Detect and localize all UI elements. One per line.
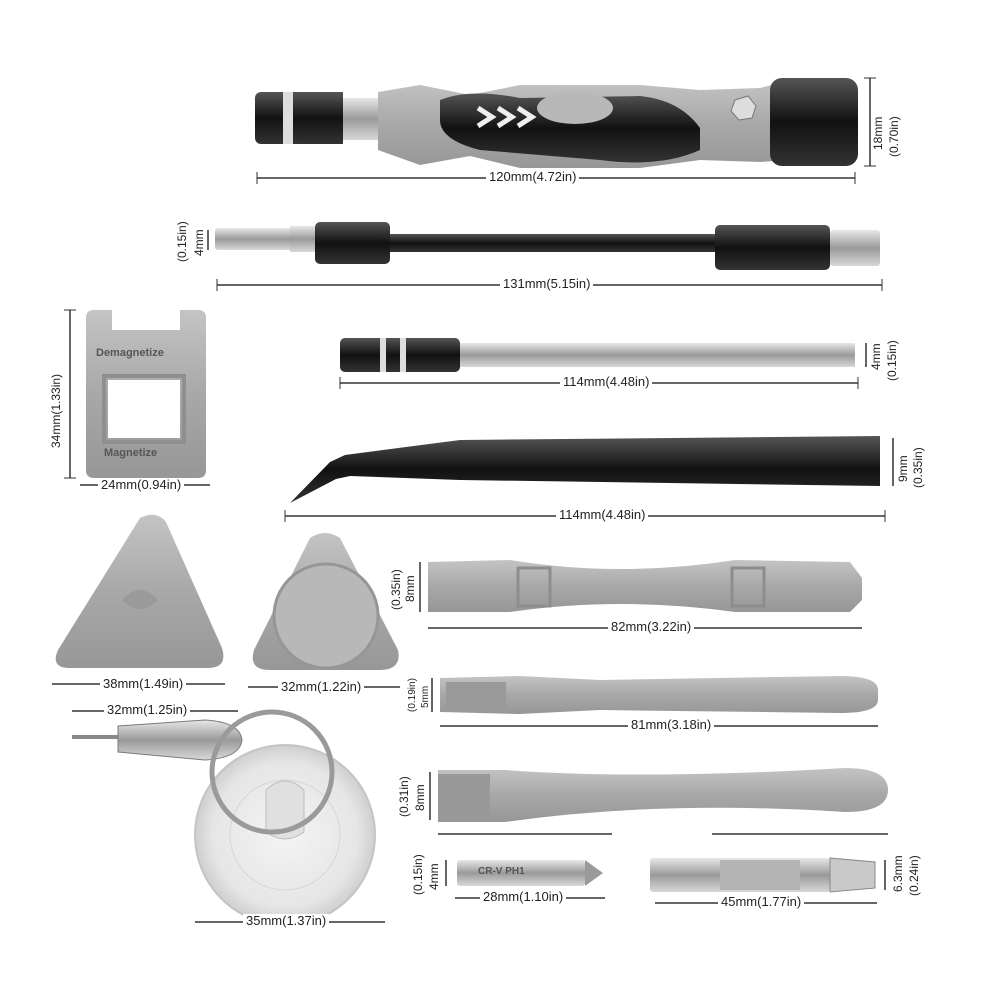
magnetizer-width-label: 24mm(0.94in): [98, 478, 185, 492]
pry-bar-flat-width-label: 5mm: [420, 685, 431, 708]
round-pick-width-label: 32mm(1.22in): [278, 680, 365, 694]
triangle-pick: [55, 514, 224, 668]
suction-cup-diameter-label: 35mm(1.37in): [243, 914, 330, 928]
bit-adapter: [650, 857, 876, 893]
extension-bar-length-label: 131mm(5.15in): [500, 277, 594, 291]
spudger-width-in-label: (0.35in): [389, 569, 403, 610]
screwdriver-handle: [255, 78, 858, 168]
round-pick: [252, 533, 399, 670]
pry-bar-wide: [438, 768, 888, 822]
tweezers: [290, 436, 880, 503]
magnetizer-height-label: 34mm(1.33in): [49, 373, 63, 448]
extension-bar-diameter-label: 4mm: [192, 229, 206, 256]
magnetizer-label-bottom: Magnetize: [104, 447, 158, 459]
sim-pin-length-label: 32mm(1.25in): [104, 703, 191, 717]
bit-adapter-length-label: 45mm(1.77in): [718, 895, 805, 909]
extension-bar-diameter-in-label: (0.15in): [175, 221, 189, 262]
extension-rod-diameter-in-label: (0.15in): [885, 340, 899, 381]
magnetizer-label-top: Demagnetize: [96, 347, 164, 359]
bit-adapter-diameter-in-label: (0.24in): [907, 855, 921, 896]
tweezers-length-label: 114mm(4.48in): [556, 508, 649, 522]
extension-rod: [340, 338, 855, 372]
tweezers-width-label: 9mm: [896, 455, 910, 482]
pry-bar-flat-width-in-label: (0.19in): [407, 678, 418, 712]
bit-diameter-label: 4mm: [427, 863, 441, 890]
screwdriver-diameter-label: 18mm: [871, 116, 885, 150]
extension-rod-length-label: 114mm(4.48in): [560, 375, 653, 389]
triangle-pick-width-label: 38mm(1.49in): [100, 677, 187, 691]
bit-engraving: CR-V PH1: [478, 866, 525, 877]
spudger-double: [428, 560, 862, 612]
pry-bar-flat: [440, 676, 878, 714]
screwdriver-bit: [457, 860, 603, 886]
screwdriver-length-label: 120mm(4.72in): [486, 170, 580, 184]
spudger-length-label: 82mm(3.22in): [608, 620, 695, 634]
spudger-width-label: 8mm: [403, 575, 417, 602]
pry-bar-wide-width-label: 8mm: [413, 784, 427, 811]
bit-diameter-in-label: (0.15in): [411, 854, 425, 895]
pry-bar-wide-width-in-label: (0.31in): [397, 776, 411, 817]
tweezers-width-in-label: (0.35in): [911, 447, 925, 488]
pry-bar-flat-length-label: 81mm(3.18in): [628, 718, 715, 732]
screwdriver-diameter-in-label: (0.70in): [887, 116, 901, 157]
extension-rod-diameter-label: 4mm: [869, 343, 883, 370]
magnetizer: [86, 310, 206, 478]
bit-length-label: 28mm(1.10in): [480, 890, 567, 904]
suction-cup: [194, 709, 376, 926]
bit-adapter-diameter-label: 6.3mm: [891, 855, 905, 892]
extension-bar: [215, 222, 880, 270]
